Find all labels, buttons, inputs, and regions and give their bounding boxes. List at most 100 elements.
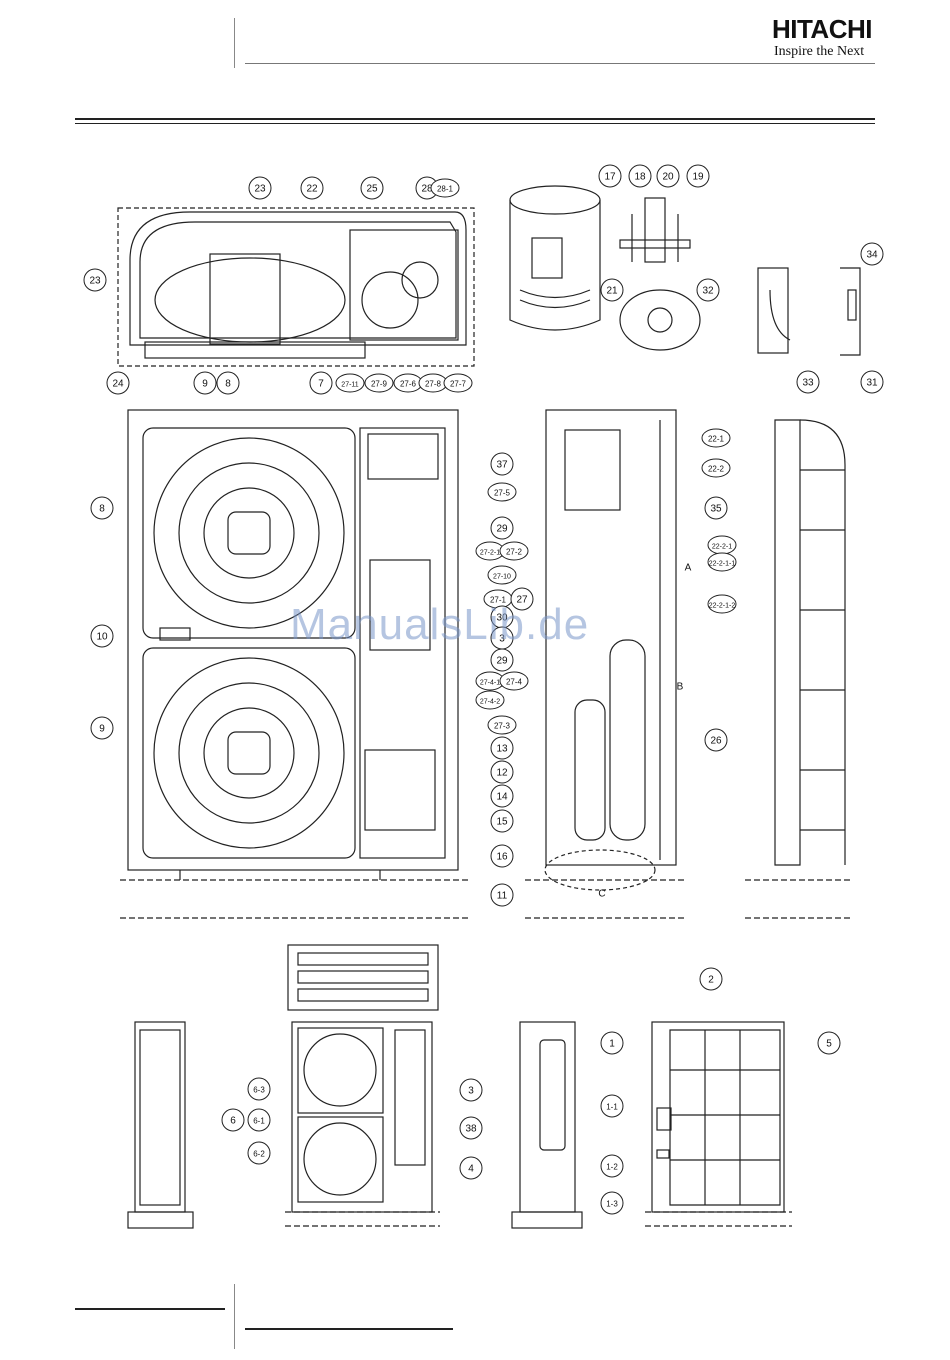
callout-bubble — [247, 1108, 271, 1132]
callout-middle: 27-4-2 — [475, 690, 505, 710]
callout-top-left: 28-1 — [430, 178, 460, 198]
callout-bubble — [248, 176, 272, 200]
header-underline — [245, 63, 875, 64]
callout-bottom: 6-2 — [247, 1141, 271, 1165]
callout-bubble — [598, 164, 622, 188]
callout-label: 22-2 — [708, 465, 725, 474]
callout-bubble — [490, 452, 514, 476]
callout-label: 27-5 — [494, 489, 511, 498]
callout-label: 18 — [634, 172, 646, 183]
footer-rule-left — [75, 1308, 225, 1310]
callout-label: 12 — [496, 768, 508, 779]
callout-top-left: 27-11 — [335, 373, 365, 393]
callout-middle: 27-4 — [499, 671, 529, 691]
callout-middle: 27-3 — [487, 715, 517, 735]
top-small-view-drawing — [287, 944, 439, 1011]
callout-bubble — [704, 496, 728, 520]
callout-label: 22-2-1 — [712, 544, 732, 551]
callout-label: 27-4-2 — [480, 699, 500, 706]
callout-top-left: 23 — [83, 268, 107, 292]
callout-bubble — [106, 371, 130, 395]
callout-top-right: 19 — [686, 164, 710, 188]
callout-bubble — [221, 1108, 245, 1132]
callout-bubble — [216, 371, 240, 395]
callout-label: 23 — [254, 184, 266, 195]
callout-middle: 29 — [490, 516, 514, 540]
callout-top-left: 27-6 — [393, 373, 423, 393]
callout-label: 27-3 — [494, 722, 511, 731]
callout-label: 27-11 — [341, 382, 358, 389]
callout-bottom: 6-1 — [247, 1108, 271, 1132]
callout-bubble — [510, 587, 534, 611]
bottom-rear-drawing — [645, 1021, 792, 1227]
callout-bubble — [430, 178, 460, 198]
page-top-rule-thin — [75, 123, 875, 124]
callout-top-left: 25 — [360, 176, 384, 200]
callout-bubble — [707, 552, 737, 572]
callout-bubble — [701, 458, 731, 478]
callout-top-right: 21 — [600, 278, 624, 302]
callout-label: 15 — [496, 817, 508, 828]
callout-bubble — [90, 624, 114, 648]
callout-label: 38 — [465, 1124, 477, 1135]
brand-tagline: Inspire the Next — [773, 44, 865, 59]
callout-bottom: 6 — [221, 1108, 245, 1132]
callout-label: A — [685, 563, 692, 574]
callout-label: 27-2-1 — [480, 550, 500, 557]
callout-label: C — [598, 889, 605, 900]
callout-label: 27-2 — [506, 548, 523, 557]
callout-middle: 12 — [490, 760, 514, 784]
callout-label: 3 — [499, 634, 505, 645]
callout-bubble — [817, 1031, 841, 1055]
callout-bubble — [83, 268, 107, 292]
callout-label: 6-2 — [253, 1150, 265, 1159]
callout-bottom: 5 — [817, 1031, 841, 1055]
callout-label: 9 — [99, 724, 105, 735]
callout-bubble — [490, 516, 514, 540]
callout-label: 27-1 — [490, 596, 507, 605]
callout-bubble — [600, 1031, 624, 1055]
callout-front: 9 — [90, 716, 114, 740]
callout-front: 10 — [90, 624, 114, 648]
callout-label: 26 — [710, 736, 722, 747]
callout-label: 10 — [96, 632, 108, 643]
callout-front: 8 — [90, 496, 114, 520]
callout-bubble — [707, 594, 737, 614]
callout-label: 11 — [497, 891, 508, 902]
callout-label: 21 — [606, 286, 618, 297]
callout-bubble — [335, 373, 365, 393]
callout-middle: 15 — [490, 809, 514, 833]
callout-middle: 27-2-1 — [475, 541, 505, 561]
callout-bottom: 1-2 — [600, 1154, 624, 1178]
callout-bubble — [459, 1116, 483, 1140]
footer-rule-right — [245, 1328, 453, 1330]
callout-top-left: 27-9 — [364, 373, 394, 393]
callout-label: B — [677, 682, 684, 693]
bottom-left-side-drawing — [127, 1021, 194, 1229]
callout-label: 20 — [662, 172, 674, 183]
callout-bottom: 3 — [459, 1078, 483, 1102]
callout-label: 27 — [516, 595, 528, 606]
callout-top-right: 31 — [860, 370, 884, 394]
callout-bubble — [364, 373, 394, 393]
callout-bubble — [459, 1156, 483, 1180]
callout-label: 32 — [702, 286, 714, 297]
watermark-text: ManualsLib.de — [290, 600, 590, 649]
callout-bubble — [193, 371, 217, 395]
callout-bubble — [487, 565, 517, 585]
callout-bubble — [796, 370, 820, 394]
callout-label: 31 — [866, 378, 878, 389]
callout-bubble — [686, 164, 710, 188]
callout-label: 17 — [604, 172, 616, 183]
callout-bubble — [490, 883, 514, 907]
callout-bottom: 6-3 — [247, 1077, 271, 1101]
callout-middle: 27-5 — [487, 482, 517, 502]
callout-top-left: 27-8 — [418, 373, 448, 393]
callout-top-right: 34 — [860, 242, 884, 266]
callout-label: 27-4-1 — [480, 680, 500, 687]
callout-side-right: 22-2-1-2 — [707, 594, 737, 614]
callout-label: 22-1 — [708, 435, 725, 444]
callout-side: 26 — [704, 728, 728, 752]
callout-middle: 27-10 — [487, 565, 517, 585]
